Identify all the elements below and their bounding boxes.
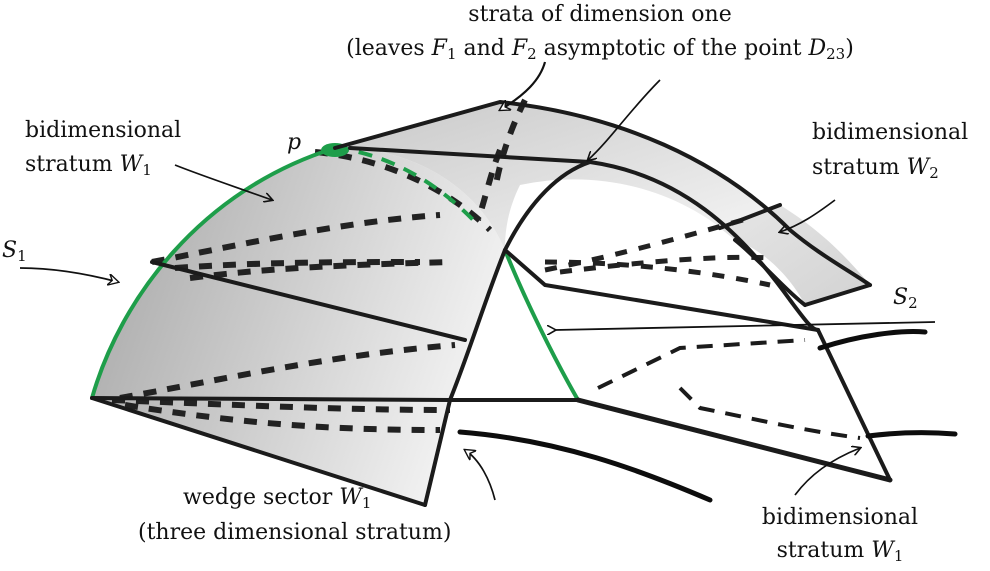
s2-leaf-line — [555, 321, 936, 330]
label-bidim-w2-line2: stratum W2 — [812, 155, 939, 182]
label-s1: S1 — [2, 238, 27, 265]
label-wedge-line1: wedge sector W1 — [183, 485, 372, 512]
arrow-bottom-w1 — [794, 448, 860, 496]
label-point-p: p — [287, 130, 302, 155]
label-wedge-line2: (three dimensional stratum) — [138, 520, 452, 545]
arrow-s1 — [19, 267, 118, 282]
label-bottom-line1: bidimensional — [761, 505, 919, 530]
arrow-w1-top — [174, 164, 272, 200]
label-s2: S2 — [893, 285, 918, 312]
structure-lines — [90, 99, 893, 507]
arrow-wedge — [465, 450, 496, 501]
label-bottom-line2: stratum W1 — [776, 538, 904, 565]
arrow-w2 — [780, 199, 836, 232]
label-bidim-w1-line2: stratum W1 — [25, 152, 152, 179]
arrow-strata-two — [588, 79, 661, 160]
label-strata-line2: (leaves F1 and F2 asymptotic of the poin… — [346, 36, 854, 63]
green-boundary — [90, 146, 580, 401]
wedge-face-left — [92, 148, 505, 505]
arrow-strata-one — [500, 61, 547, 110]
dashed-bottom-stratum — [597, 338, 861, 440]
label-bidim-w2-line1: bidimensional — [812, 120, 969, 145]
label-strata-line1: strata of dimension one — [468, 2, 732, 27]
label-bidim-w1-line1: bidimensional — [25, 118, 182, 143]
leaf-curves — [457, 329, 958, 503]
pointer-arrows — [19, 61, 860, 501]
dashed-leaves-right — [544, 215, 771, 288]
stratum-w2-panel — [720, 205, 870, 305]
